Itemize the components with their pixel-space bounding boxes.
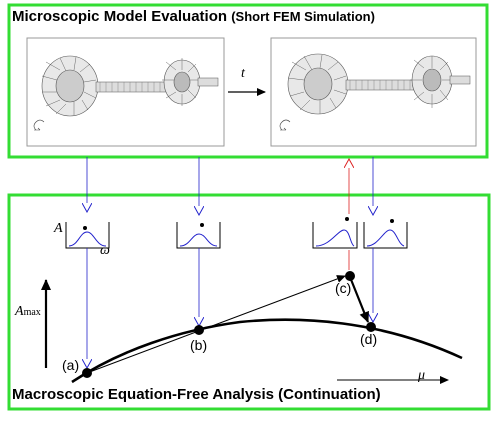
axis-triad-icon-2 (279, 119, 291, 131)
point-d (366, 322, 376, 332)
y-axis-label-sub: max (23, 307, 41, 318)
bottom-panel-border (7, 193, 491, 411)
histogram-c (312, 217, 358, 249)
point-c-label: (c) (335, 280, 352, 296)
secant-line (86, 275, 346, 374)
point-d-label: (d) (360, 331, 378, 347)
corrector-arrow (348, 276, 370, 323)
top-panel-title: Microscopic Model Evaluation (Short FEM … (12, 8, 375, 25)
histogram-a (65, 222, 110, 249)
turbine-rotor-image-right (270, 37, 477, 147)
point-c (345, 271, 355, 281)
point-b-label: (b) (190, 337, 208, 353)
time-label: t (241, 66, 245, 81)
axis-triad-icon (33, 119, 45, 131)
turbine-rotor-image-left (26, 37, 225, 147)
histogram-b (176, 222, 221, 249)
top-title-main: Microscopic Model Evaluation (12, 8, 228, 25)
top-panel-border (7, 3, 489, 159)
histogram-d (363, 219, 408, 249)
y-axis-label-main: A (15, 304, 24, 319)
point-a (82, 368, 92, 378)
solution-branch-curve (71, 318, 463, 384)
histogram-x-label: ω (100, 243, 110, 258)
y-axis-label: Amax (15, 304, 41, 320)
histogram-y-label: A (54, 221, 63, 236)
point-b (194, 325, 204, 335)
point-a-label: (a) (62, 357, 80, 373)
x-axis-label: μ (418, 368, 426, 383)
bottom-panel-title: Macroscopic Equation-Free Analysis (Cont… (12, 386, 381, 403)
top-title-sub: (Short FEM Simulation) (231, 9, 375, 24)
